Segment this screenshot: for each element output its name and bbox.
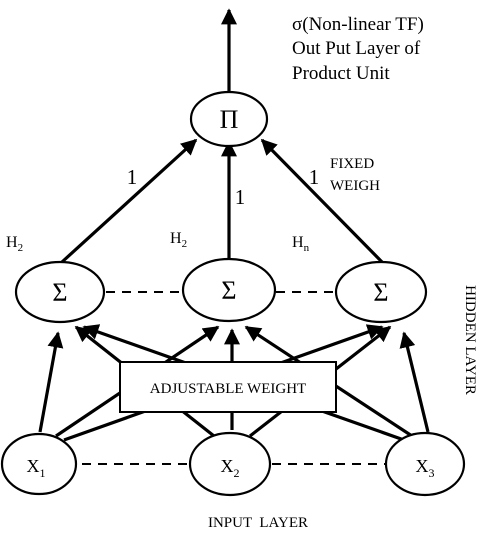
adjustable-weight-label: ADJUSTABLE WEIGHT xyxy=(150,381,306,397)
input-node-3 xyxy=(384,431,466,497)
fixed-weight-label-line2: WEIGH xyxy=(330,178,380,194)
output-product-node xyxy=(189,90,269,148)
input-label-2-sub: 2 xyxy=(234,466,240,480)
hidden-sum-node-1 xyxy=(14,260,106,324)
hidden-label-2-sub: 2 xyxy=(182,238,188,250)
edge-h1-out xyxy=(60,138,198,264)
input-label-3-main: X xyxy=(416,456,429,476)
output-annotation-line3: Product Unit xyxy=(292,63,390,84)
hidden-label-2-main: H xyxy=(170,230,182,247)
input-label-2: X2 xyxy=(221,456,240,480)
hidden-label-3: Hn xyxy=(292,234,310,254)
edge-h3-out xyxy=(260,138,384,264)
edge-x1-h1 xyxy=(38,331,64,433)
input-label-3: X3 xyxy=(416,456,435,480)
hidden-label-1: H2 xyxy=(6,234,23,254)
fixed-weight-label-line1: FIXED xyxy=(330,156,374,172)
hidden-label-3-sub: n xyxy=(304,242,310,254)
sum-symbol-1: Σ xyxy=(52,278,67,307)
input-label-2-main: X xyxy=(221,456,234,476)
adjustable-weight-box xyxy=(119,361,337,413)
output-annotation-line1: σ(Non-linear TF) xyxy=(292,14,424,35)
hidden-label-2: H2 xyxy=(170,230,187,250)
edge-x3-h3 xyxy=(399,331,430,433)
input-layer-label: INPUT LAYER xyxy=(208,515,308,531)
fixed-weight-edges xyxy=(60,138,384,264)
hidden-label-3-main: H xyxy=(292,234,304,251)
hidden-label-1-sub: 2 xyxy=(18,242,24,254)
hidden-sum-node-3 xyxy=(334,260,428,324)
input-node-1 xyxy=(0,432,78,496)
sum-symbol-3: Σ xyxy=(373,278,388,307)
fixed-weight-value-1: 1 xyxy=(127,165,138,189)
product-symbol: Π xyxy=(220,105,239,134)
input-label-3-sub: 3 xyxy=(429,466,435,480)
sum-symbol-2: Σ xyxy=(221,276,236,305)
hidden-label-1-main: H xyxy=(6,234,18,251)
input-label-1: X1 xyxy=(27,456,46,480)
hidden-sum-node-2 xyxy=(181,257,277,323)
fixed-weight-value-2: 1 xyxy=(235,185,246,209)
fixed-weight-value-3: 1 xyxy=(309,165,320,189)
output-annotation-line2: Out Put Layer of xyxy=(292,38,421,59)
input-label-1-main: X xyxy=(27,456,40,476)
input-node-2 xyxy=(188,431,272,497)
hidden-layer-label: HIDDEN LAYER xyxy=(462,285,478,395)
input-label-1-sub: 1 xyxy=(40,466,46,480)
